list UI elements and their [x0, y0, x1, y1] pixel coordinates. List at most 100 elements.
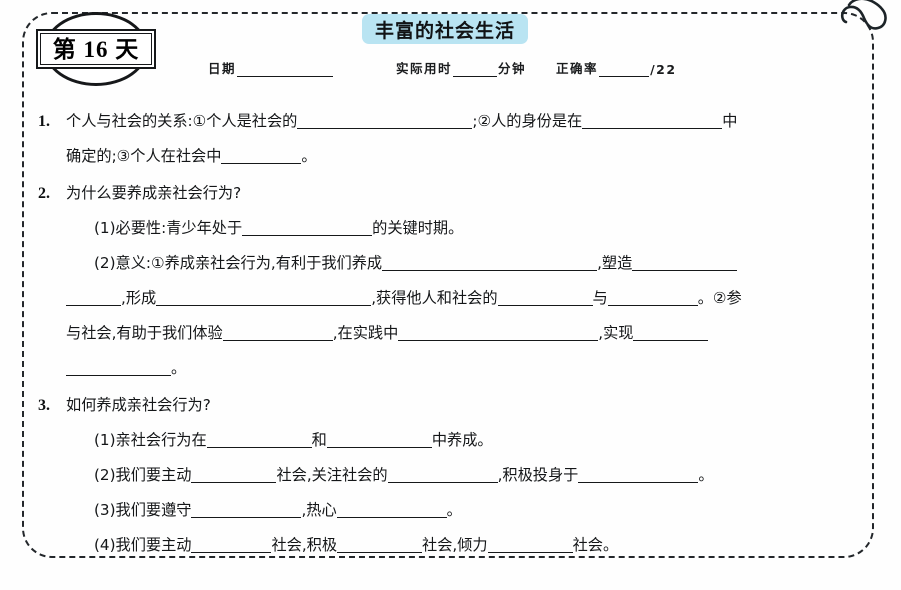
q3-i2-text-c: ,积极投身于 [497, 466, 579, 484]
q3-i4-text-d: 社会。 [572, 536, 619, 554]
q2-i2-blank-5[interactable] [497, 289, 593, 306]
q1-stem: 个人与社会的关系:①个人是社会的 [66, 112, 298, 130]
question-3-number: 3. [38, 397, 50, 414]
q2-i1-text-a: (1)必要性:青少年处于 [94, 219, 243, 237]
accuracy-field: 正确率 /22 [556, 58, 676, 77]
q3-i4-text-c: 社会,倾力 [422, 536, 488, 554]
question-3-item-4: (4)我们要主动 社会,积极 社会,倾力 社会。 [66, 528, 862, 563]
question-1-line-2: 确定的;③个人在社会中 。 [66, 139, 862, 174]
q3-i3-text-b: ,热心 [301, 501, 337, 519]
q2-i2-text-a: (2)意义:①养成亲社会行为,有利于我们养成 [94, 254, 383, 272]
q2-i1-text-b: 的关键时期。 [372, 219, 464, 237]
paperclip-icon [838, 0, 896, 52]
q3-i2-text-a: (2)我们要主动 [94, 466, 192, 484]
q3-i3-blank-1[interactable] [191, 501, 302, 518]
question-3: 3. 如何养成亲社会行为? (1)亲社会行为在和中养成。 (2)我们要主动社会,… [38, 388, 862, 563]
question-2-stem: 为什么要养成亲社会行为? [66, 184, 242, 202]
time-label: 实际用时 [396, 61, 453, 76]
question-1-line-1: 个人与社会的关系:①个人是社会的 ;②人的身份是在 中 [66, 112, 737, 130]
time-unit-label: 分钟 [498, 61, 527, 76]
q1-part-1: ;②人的身份是在 [472, 112, 583, 130]
q2-i2-text-h: ,在实践中 [332, 324, 399, 342]
q2-i2-blank-2[interactable] [632, 254, 738, 271]
q2-i2-text-d: ,获得他人和社会的 [371, 289, 498, 307]
q3-i4-text-a: (4)我们要主动 [94, 536, 192, 554]
date-label: 日期 [208, 61, 237, 76]
q2-i2-blank-4[interactable] [156, 289, 372, 306]
q3-i2-text-b: 社会,关注社会的 [276, 466, 388, 484]
q1-blank-2[interactable] [582, 112, 723, 129]
question-3-item-3: (3)我们要遵守 ,热心 。 [66, 493, 862, 528]
q3-i3-text-c: 。 [446, 501, 462, 519]
q3-i2-blank-3[interactable] [578, 466, 699, 483]
date-field: 日期 [208, 58, 334, 77]
question-2: 2. 为什么要养成亲社会行为? (1)必要性:青少年处于 的关键时期。 (2)意义… [38, 176, 862, 386]
q1-blank-3[interactable] [221, 147, 302, 164]
date-blank[interactable] [237, 63, 334, 77]
q3-i2-blank-1[interactable] [191, 466, 277, 483]
q2-i2-blank-8[interactable] [398, 324, 599, 341]
day-badge: 第 16 天 [36, 12, 156, 86]
q3-i1-text-c: 中养成。 [431, 431, 493, 449]
q3-i4-blank-1[interactable] [191, 536, 272, 553]
day-badge-plate: 第 16 天 [36, 29, 156, 69]
day-badge-plate-inner: 第 16 天 [40, 33, 152, 65]
q3-i2-blank-2[interactable] [387, 466, 498, 483]
q3-i4-blank-3[interactable] [487, 536, 573, 553]
question-2-number: 2. [38, 185, 50, 202]
question-2-item-2-line-4: 。 [66, 351, 862, 386]
q2-i2-text-f: 。②参 [697, 289, 742, 307]
q2-i2-blank-3[interactable] [66, 289, 121, 306]
question-2-item-1: (1)必要性:青少年处于 的关键时期。 [66, 211, 862, 246]
question-3-item-1: (1)亲社会行为在 和 中养成。 [66, 423, 862, 458]
question-2-item-2-line-2: ,形成 ,获得他人和社会的 与 。②参 [66, 281, 862, 316]
q3-i4-blank-2[interactable] [337, 536, 423, 553]
q3-i3-blank-2[interactable] [336, 501, 447, 518]
q2-i2-text-b: ,塑造 [597, 254, 633, 272]
question-3-item-2: (2)我们要主动 社会,关注社会的 ,积极投身于 。 [66, 458, 862, 493]
question-1: 1. 个人与社会的关系:①个人是社会的 ;②人的身份是在 中 确定的;③个人在社会中… [38, 104, 862, 174]
question-3-stem: 如何养成亲社会行为? [66, 396, 211, 414]
time-field: 实际用时 分钟 [396, 58, 526, 77]
q3-i3-text-a: (3)我们要遵守 [94, 501, 192, 519]
q2-i2-text-j: 。 [171, 359, 187, 377]
q1-part-2: 中 [722, 112, 738, 130]
question-3-head: 3. 如何养成亲社会行为? (1)亲社会行为在和中养成。 (2)我们要主动社会,… [38, 388, 862, 563]
q1-blank-1[interactable] [297, 112, 473, 129]
worksheet-content: 1. 个人与社会的关系:①个人是社会的 ;②人的身份是在 中 确定的;③个人在社会中… [38, 104, 862, 565]
q2-i2-text-c: ,形成 [121, 289, 157, 307]
question-3-body: 如何养成亲社会行为? (1)亲社会行为在 和 中养成。 (2)我们要主动 社会,关注社… [66, 388, 862, 563]
q3-i1-text-a: (1)亲社会行为在 [94, 431, 207, 449]
accuracy-total-label: /22 [650, 62, 677, 77]
q2-i1-blank-1[interactable] [242, 219, 373, 236]
q3-i4-text-b: 社会,积极 [271, 536, 338, 554]
question-1-head: 1. 个人与社会的关系:①个人是社会的 ;②人的身份是在 中 确定的;③个人在社会中… [38, 104, 862, 174]
q2-i2-text-i: ,实现 [598, 324, 634, 342]
q1-part-3: 确定的;③个人在社会中 [66, 147, 222, 165]
question-1-body: 个人与社会的关系:①个人是社会的 ;②人的身份是在 中 确定的;③个人在社会中 。 [66, 104, 862, 174]
q2-i2-text-e: 与 [592, 289, 608, 307]
question-2-head: 2. 为什么要养成亲社会行为? (1)必要性:青少年处于 的关键时期。 (2)意义… [38, 176, 862, 386]
q3-i1-blank-2[interactable] [326, 431, 432, 448]
page-border-frame [22, 12, 874, 558]
q2-i2-blank-10[interactable] [66, 359, 171, 376]
question-1-number: 1. [38, 113, 50, 130]
accuracy-blank[interactable] [599, 63, 650, 77]
worksheet-title-banner: 丰富的社会生活 [362, 14, 529, 44]
q2-i2-blank-1[interactable] [382, 254, 598, 271]
page-title: 丰富的社会生活 [375, 19, 516, 42]
accuracy-label: 正确率 [556, 61, 599, 76]
q1-part-4: 。 [301, 147, 317, 165]
q3-i1-text-b: 和 [311, 431, 327, 449]
question-2-item-2-line-1: (2)意义:①养成亲社会行为,有利于我们养成 ,塑造 [66, 246, 862, 281]
day-badge-label: 第 16 天 [52, 36, 140, 62]
q3-i1-blank-1[interactable] [206, 431, 312, 448]
q2-i2-text-g: 与社会,有助于我们体验 [66, 324, 223, 342]
q2-i2-blank-6[interactable] [607, 289, 698, 306]
q2-i2-blank-7[interactable] [222, 324, 333, 341]
question-2-item-2-line-3: 与社会,有助于我们体验 ,在实践中 ,实现 [66, 316, 862, 351]
q2-i2-blank-9[interactable] [633, 324, 709, 341]
q3-i2-text-d: 。 [698, 466, 714, 484]
time-blank[interactable] [453, 63, 498, 77]
